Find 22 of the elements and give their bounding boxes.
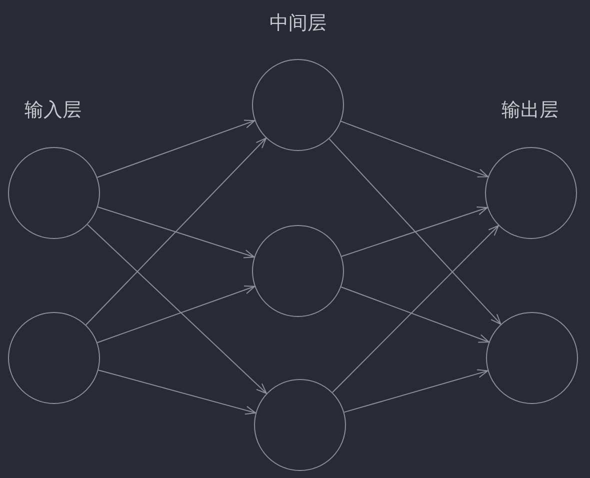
- neuron-circle: [254, 379, 346, 471]
- arrow: [87, 224, 267, 394]
- neuron-circle: [485, 147, 577, 239]
- neuron-circle: [8, 147, 100, 239]
- arrow: [96, 120, 256, 178]
- layer-title: 中间层: [270, 12, 326, 35]
- neuron-circle: [252, 225, 344, 317]
- arrow: [96, 286, 256, 344]
- arrow: [97, 206, 255, 258]
- neuron-circle: [252, 59, 344, 151]
- arrow: [98, 370, 256, 415]
- arrow: [328, 138, 502, 325]
- arrow: [341, 206, 488, 257]
- layer-title: 输出层: [502, 99, 558, 122]
- arrow: [340, 120, 488, 178]
- neuron-circle: [8, 312, 100, 404]
- arrow: [344, 369, 488, 413]
- arrow: [332, 225, 499, 393]
- layer-title: 输入层: [24, 99, 82, 122]
- arrow: [85, 138, 267, 326]
- neuron-circle: [486, 312, 578, 404]
- arrow: [340, 286, 490, 343]
